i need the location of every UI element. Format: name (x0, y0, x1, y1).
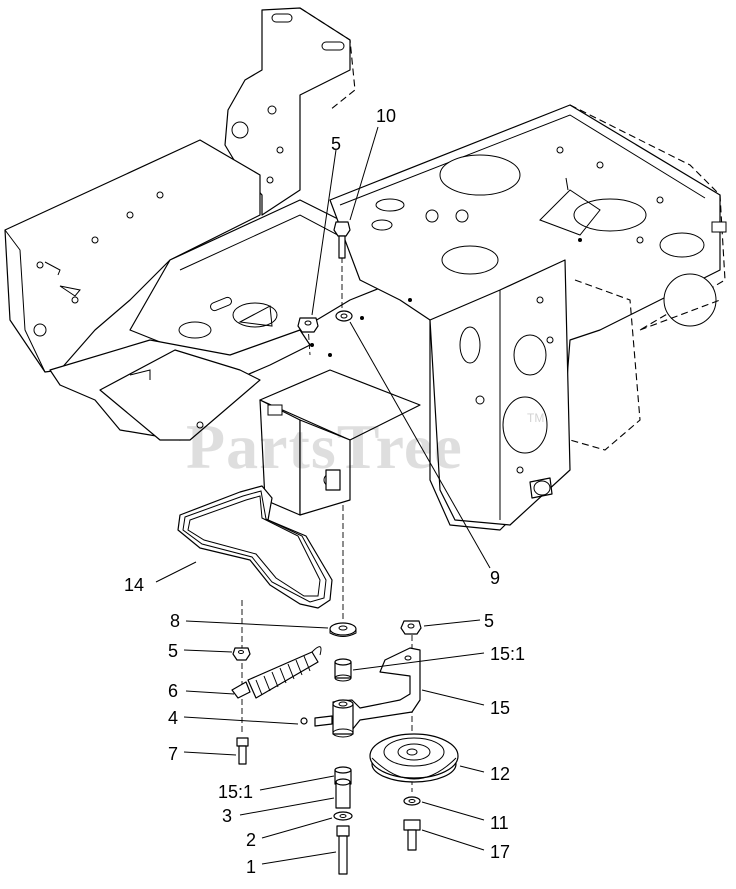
hardware-upper (297, 221, 353, 333)
callout-1: 1 (246, 857, 256, 877)
callout-10: 10 (376, 106, 396, 126)
callout-9: 9 (490, 568, 500, 588)
idler-pulley (369, 733, 459, 783)
chassis-frame (4, 7, 727, 531)
watermark: PartsTree TM (186, 411, 544, 482)
drive-belt (177, 485, 333, 609)
callout-11: 11 (490, 813, 509, 833)
callout-2: 2 (246, 830, 256, 850)
callout-15-1-upper: 15:1 (490, 644, 525, 664)
hardware-lower (231, 620, 459, 875)
callout-5-right: 5 (484, 611, 494, 631)
callout-7: 7 (168, 744, 178, 764)
callout-5-left: 5 (168, 641, 178, 661)
callout-15: 15 (490, 698, 510, 718)
callout-17: 17 (490, 842, 510, 862)
callout-14: 14 (124, 575, 144, 595)
callout-4: 4 (168, 708, 178, 728)
callout-labels: 10 5 9 14 8 5 5 15:1 6 15 4 7 12 15:1 3 … (124, 106, 525, 877)
extension-spring (231, 646, 322, 699)
callout-8: 8 (170, 611, 180, 631)
callout-6: 6 (168, 681, 178, 701)
watermark-text: PartsTree (186, 411, 463, 482)
watermark-trademark: TM (527, 411, 544, 425)
callout-12: 12 (490, 764, 510, 784)
callout-15-1-lower: 15:1 (218, 782, 253, 802)
leader-lines (155, 126, 491, 865)
callout-3: 3 (222, 806, 232, 826)
callout-5-top: 5 (331, 134, 341, 154)
